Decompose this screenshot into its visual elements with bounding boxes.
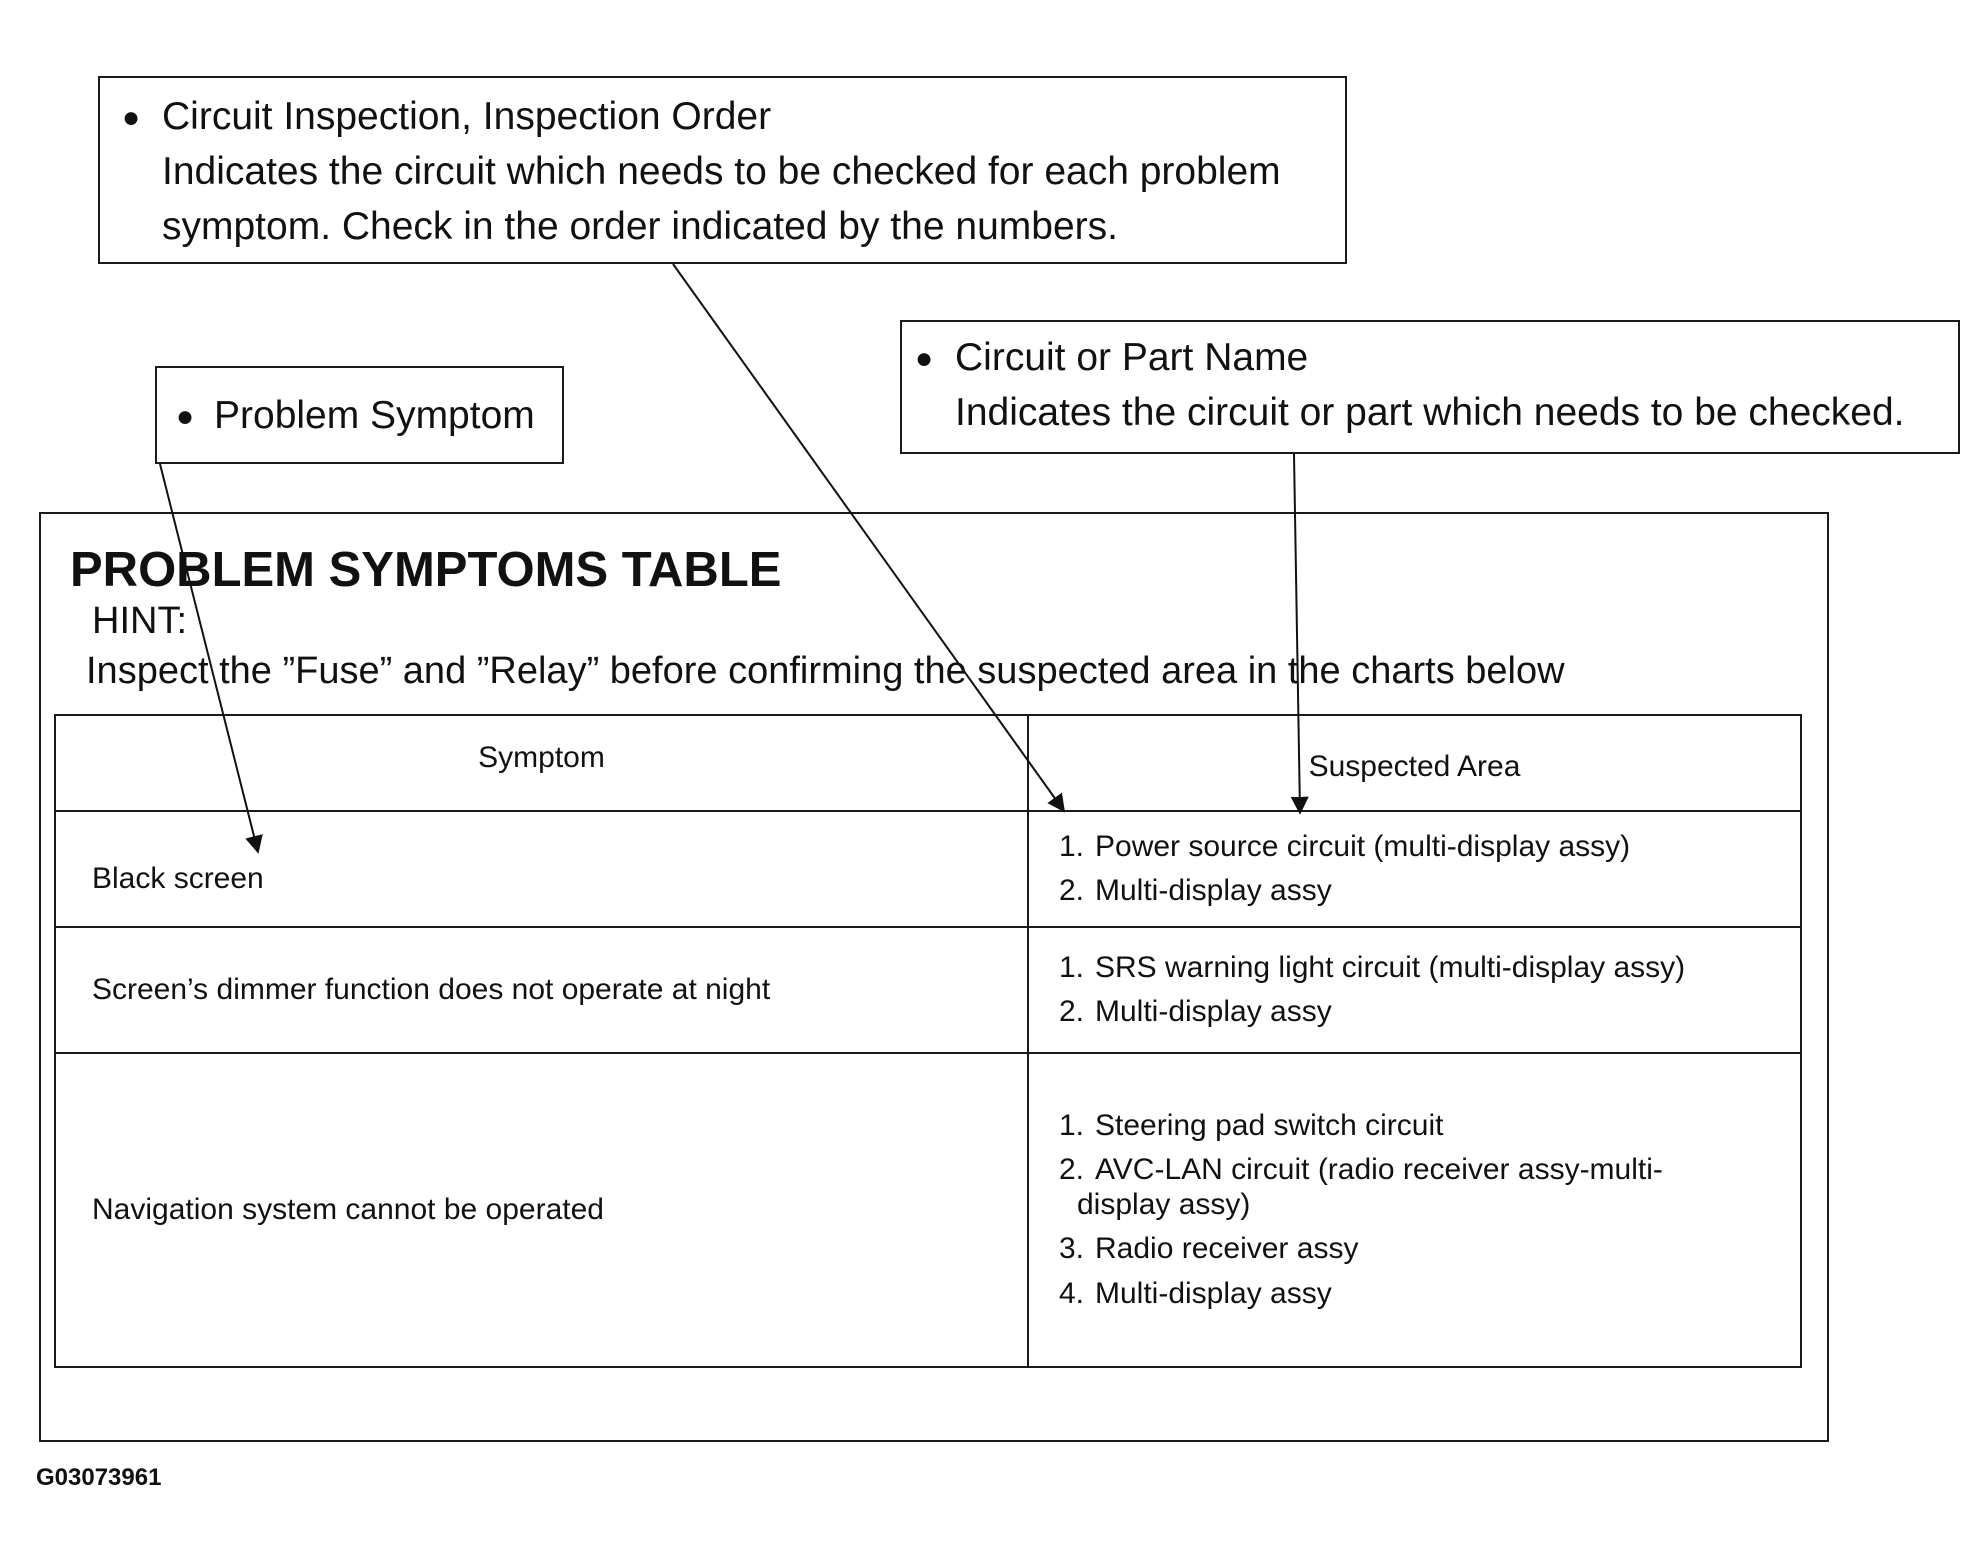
table-row: Screen’s dimmer function does not operat…	[54, 926, 1802, 1054]
table-header-row: Symptom Suspected Area	[54, 714, 1802, 812]
callout-problem-symptom-title: Problem Symptom	[214, 394, 535, 437]
callout-circuit-inspection-title: Circuit Inspection, Inspection Order	[162, 95, 772, 138]
hint-text: Inspect the ”Fuse” and ”Relay” before co…	[86, 650, 1565, 692]
figure-id: G03073961	[36, 1464, 162, 1491]
symptom-cell: Navigation system cannot be operated	[54, 1052, 1029, 1368]
callout-problem-symptom: ● Problem Symptom	[155, 366, 564, 464]
list-item: 4.Multi-display assy	[1059, 1276, 1332, 1310]
list-item: 2.Multi-display assy	[1059, 995, 1332, 1028]
list-item: 3.Radio receiver assy	[1059, 1232, 1359, 1266]
bullet-icon: ●	[915, 342, 934, 375]
symptom-cell: Screen’s dimmer function does not operat…	[54, 926, 1029, 1054]
list-item: 1.SRS warning light circuit (multi-displ…	[1059, 950, 1686, 984]
page-title: PROBLEM SYMPTOMS TABLE	[70, 543, 782, 597]
symptom-text: Black screen	[92, 862, 264, 895]
list-item: 1.Steering pad switch circuit	[1059, 1108, 1444, 1142]
table-row: Black screen 1.Power source circuit (mul…	[54, 810, 1802, 928]
table-row: Navigation system cannot be operated 1.S…	[54, 1052, 1802, 1368]
suspected-area-cell: 1.Power source circuit (multi-display as…	[1027, 810, 1802, 928]
suspected-area-cell: 1.SRS warning light circuit (multi-displ…	[1027, 926, 1802, 1054]
suspected-area-cell: 1.Steering pad switch circuit 2.AVC-LAN …	[1027, 1052, 1802, 1368]
bullet-icon: ●	[122, 101, 141, 134]
list-item: 2.Multi-display assy	[1059, 874, 1332, 907]
list-item: 1.Power source circuit (multi-display as…	[1059, 829, 1631, 863]
list-item: 2.AVC-LAN circuit (radio receiver assy-m…	[1059, 1153, 1663, 1221]
problem-symptoms-table: Symptom Suspected Area Black screen 1.Po…	[54, 714, 1802, 1368]
header-suspected-area: Suspected Area	[1027, 714, 1802, 812]
callout-circuit-part-name-title: Circuit or Part Name	[955, 336, 1309, 379]
callout-circuit-inspection-line1: Indicates the circuit which needs to be …	[162, 150, 1281, 193]
hint-label: HINT:	[92, 600, 187, 642]
header-symptom: Symptom	[54, 714, 1029, 812]
callout-circuit-inspection: ● Circuit Inspection, Inspection Order I…	[98, 76, 1347, 264]
callout-circuit-part-name: ● Circuit or Part Name Indicates the cir…	[900, 320, 1960, 454]
bullet-icon: ●	[176, 400, 195, 433]
callout-circuit-part-name-line1: Indicates the circuit or part which need…	[955, 391, 1905, 434]
callout-circuit-inspection-line2: symptom. Check in the order indicated by…	[162, 205, 1118, 248]
symptom-text: Screen’s dimmer function does not operat…	[92, 973, 771, 1006]
symptom-cell: Black screen	[54, 810, 1029, 928]
symptom-text: Navigation system cannot be operated	[92, 1193, 604, 1226]
